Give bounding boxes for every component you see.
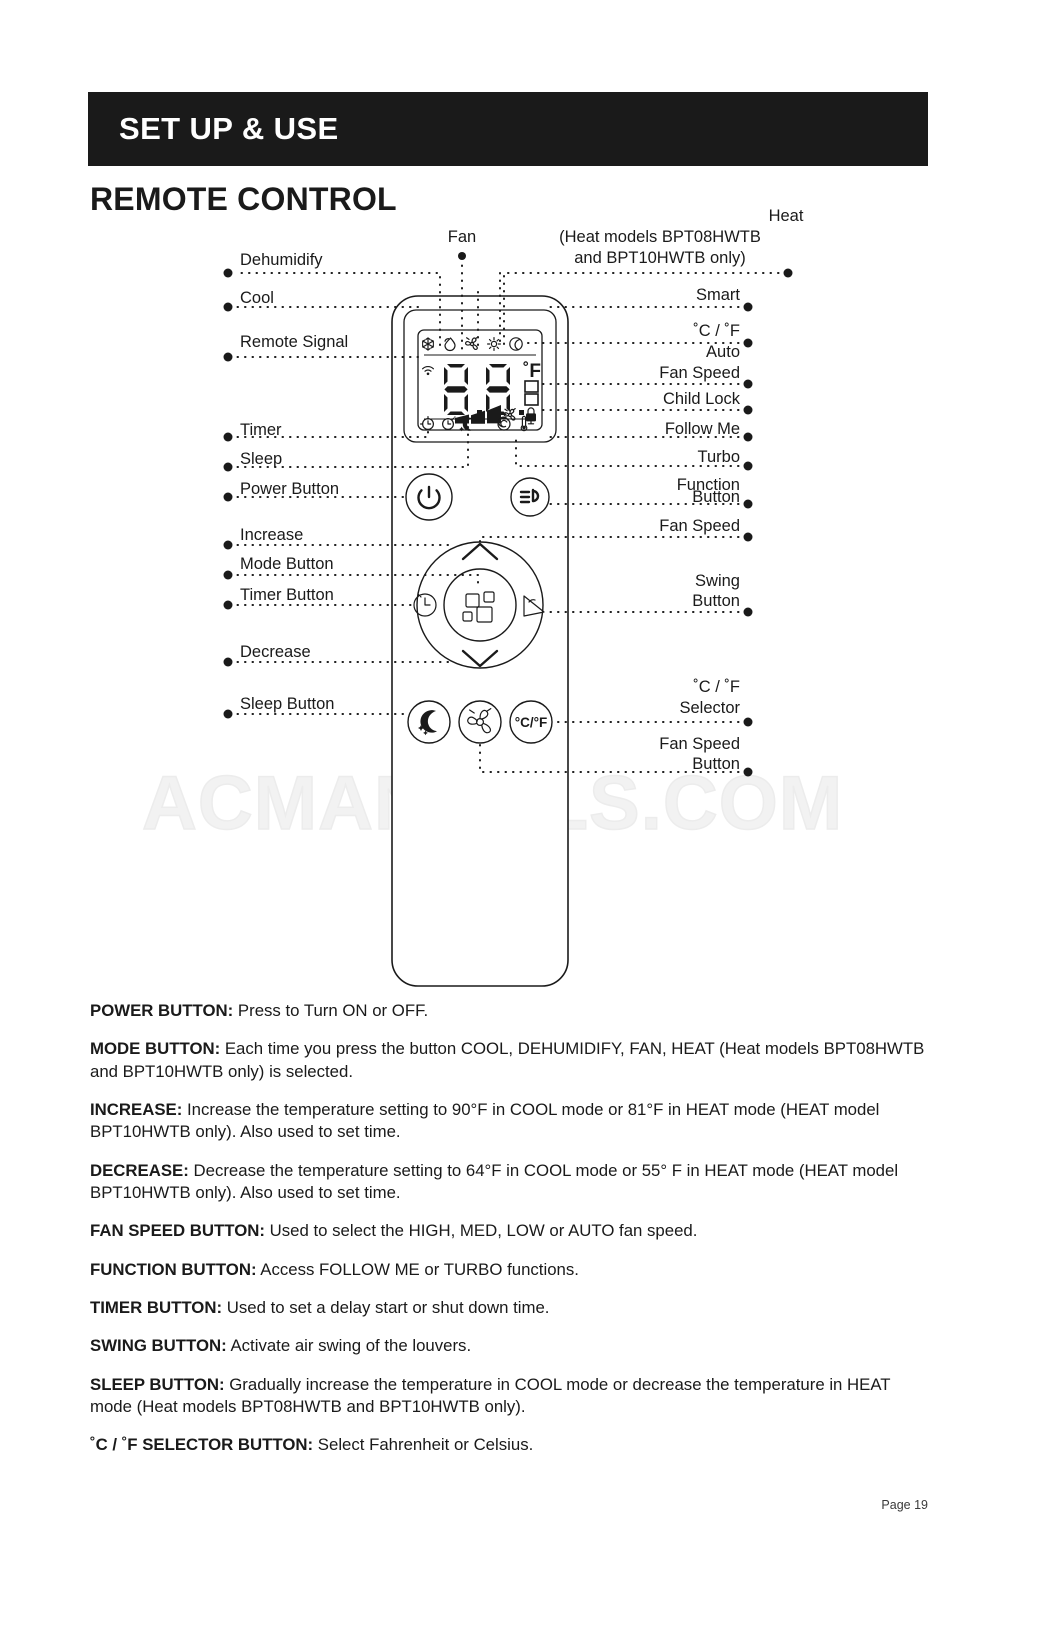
description-sleep-button: SLEEP BUTTON: Gradually increase the tem…	[90, 1374, 930, 1419]
description-term: SWING BUTTON:	[90, 1336, 227, 1356]
cf-selector-label: °C/°F	[515, 715, 548, 730]
callout-follow-me: Follow Me	[664, 420, 740, 438]
callout-swing-button-line2: Button	[692, 592, 740, 610]
remote-buttons: °C/°F	[405, 473, 553, 744]
callout-fan-speed: Fan Speed	[659, 517, 740, 535]
description-term: ˚C / ˚F SELECTOR BUTTON:	[90, 1435, 314, 1455]
increase-button[interactable]	[461, 542, 499, 561]
description-term: MODE BUTTON:	[90, 1039, 221, 1059]
decrease-button[interactable]	[461, 649, 499, 668]
description-text: Used to select the HIGH, MED, LOW or AUT…	[264, 1221, 698, 1241]
callout-remote-signal: Remote Signal	[240, 333, 349, 351]
description-term: POWER BUTTON:	[90, 1001, 234, 1020]
description-increase: INCREASE: Increase the temperature setti…	[90, 1099, 930, 1144]
description-text: Access FOLLOW ME or TURBO functions.	[256, 1259, 579, 1279]
callout-function-button-line1: Function	[676, 476, 740, 494]
description-term: TIMER BUTTON:	[90, 1297, 223, 1317]
callout-cf-selector-line1: ˚C / ˚F	[693, 678, 740, 696]
timer-button[interactable]	[413, 593, 437, 617]
auto-fan-icon	[503, 408, 516, 421]
cf-selector-button[interactable]: °C/°F	[509, 700, 553, 744]
callout-fan-speed-button-line2: Button	[692, 755, 740, 773]
callout-sleep: Sleep	[240, 450, 283, 468]
lcd-unit-segments	[524, 380, 539, 406]
page-title: REMOTE CONTROL	[90, 181, 397, 217]
description-timer-button: TIMER BUTTON: Used to set a delay start …	[90, 1297, 930, 1319]
sun-icon	[487, 337, 501, 351]
callout-timer-button: Timer Button	[240, 586, 334, 604]
callout-decrease: Decrease	[240, 643, 311, 661]
description-decrease: DECREASE: Decrease the temperature setti…	[90, 1160, 930, 1205]
description-text: Decrease the temperature setting to 64°F…	[90, 1160, 899, 1202]
callout-sleep-button: Sleep Button	[240, 695, 335, 713]
remote-signal-icon	[422, 365, 434, 376]
description-term: INCREASE:	[90, 1099, 183, 1119]
snowflake-icon	[422, 337, 434, 351]
follow-me-icon	[497, 416, 511, 431]
description-text: Press to Turn ON or OFF.	[233, 1001, 429, 1020]
remote-control-diagram: .st{fill:none;stroke:#1a1a1a;} .lead{fil…	[223, 207, 804, 987]
callout-celsius-fahrenheit: ˚C / ˚F	[693, 322, 740, 340]
remote-diagram-svg: .st{fill:none;stroke:#1a1a1a;} .lead{fil…	[223, 252, 793, 987]
leader-lines	[223, 252, 793, 777]
timer-on-icon	[420, 416, 435, 431]
navigation-ring[interactable]	[416, 541, 544, 669]
description-mode-button: MODE BUTTON: Each time you press the but…	[90, 1038, 930, 1083]
description-text: Each time you press the button COOL, DEH…	[90, 1039, 925, 1081]
sleep-moon-icon	[459, 417, 473, 432]
description-swing-button: SWING BUTTON: Activate air swing of the …	[90, 1335, 930, 1357]
callout-increase: Increase	[240, 526, 304, 544]
fan-speed-button[interactable]	[458, 700, 502, 744]
button-descriptions: POWER BUTTON: Press to Turn ON or OFF. M…	[90, 1000, 930, 1473]
page-number: Page 19	[881, 1498, 928, 1512]
callout-dehumidify: Dehumidify	[240, 251, 323, 269]
callout-cf-selector-line2: Selector	[679, 699, 740, 717]
callout-cool: Cool	[240, 289, 274, 307]
callout-auto-fan-speed-line1: Auto	[706, 343, 740, 361]
description-text: Gradually increase the temperature in CO…	[90, 1374, 891, 1416]
description-term: SLEEP BUTTON:	[90, 1374, 225, 1394]
swing-button[interactable]	[523, 595, 545, 617]
callout-heat-models-line1: (Heat models BPT08HWTB	[559, 228, 761, 246]
function-button[interactable]	[510, 477, 550, 517]
lcd-display: ˚F	[420, 336, 541, 432]
lcd-unit-label: ˚F	[523, 361, 541, 382]
description-text: Increase the temperature setting to 90°F…	[90, 1099, 880, 1142]
callout-smart: Smart	[695, 286, 740, 304]
callout-swing-button-line1: Swing	[695, 572, 740, 590]
description-term: FAN SPEED BUTTON:	[90, 1221, 265, 1241]
section-bar: SET UP & USE	[88, 92, 928, 166]
callout-turbo: Turbo	[697, 448, 741, 466]
dehumidify-drop-icon	[444, 337, 456, 352]
description-fan-speed-button: FAN SPEED BUTTON: Used to select the HIG…	[90, 1220, 930, 1242]
description-text: Used to set a delay start or shut down t…	[222, 1297, 550, 1317]
callout-fan-speed-button-line1: Fan Speed	[659, 735, 740, 753]
description-function-button: FUNCTION BUTTON: Access FOLLOW ME or TUR…	[90, 1259, 930, 1281]
callout-heat: Heat	[768, 207, 804, 225]
moon-smart-icon	[509, 337, 523, 351]
description-text: Select Fahrenheit or Celsius.	[313, 1435, 534, 1455]
callout-auto-fan-speed-line2: Fan Speed	[659, 364, 740, 382]
timer-off-icon	[441, 416, 456, 431]
description-term: DECREASE:	[90, 1160, 189, 1180]
thermometer-icon	[520, 415, 528, 432]
callout-power-button: Power Button	[240, 480, 340, 498]
lcd-bottom-icon-row	[420, 415, 528, 432]
mode-button[interactable]	[462, 591, 495, 623]
power-button[interactable]	[405, 473, 453, 521]
callout-mode-button: Mode Button	[240, 555, 334, 573]
description-cf-selector-button: ˚C / ˚F SELECTOR BUTTON: Select Fahrenhe…	[90, 1434, 930, 1456]
section-bar-title: SET UP & USE	[119, 111, 339, 146]
callout-timer: Timer	[240, 421, 282, 439]
callout-function-button-line2: Button	[692, 488, 740, 506]
callout-heat-models-line2: and BPT10HWTB only)	[574, 249, 746, 267]
sleep-button[interactable]	[407, 700, 451, 744]
callout-child-lock: Child Lock	[662, 390, 740, 408]
lcd-mode-icon-row	[422, 336, 536, 356]
callout-fan: Fan	[447, 228, 477, 246]
description-text: Activate air swing of the louvers.	[226, 1336, 472, 1356]
description-power-button: POWER BUTTON: Press to Turn ON or OFF.	[90, 1000, 930, 1022]
description-term: FUNCTION BUTTON:	[90, 1259, 257, 1279]
